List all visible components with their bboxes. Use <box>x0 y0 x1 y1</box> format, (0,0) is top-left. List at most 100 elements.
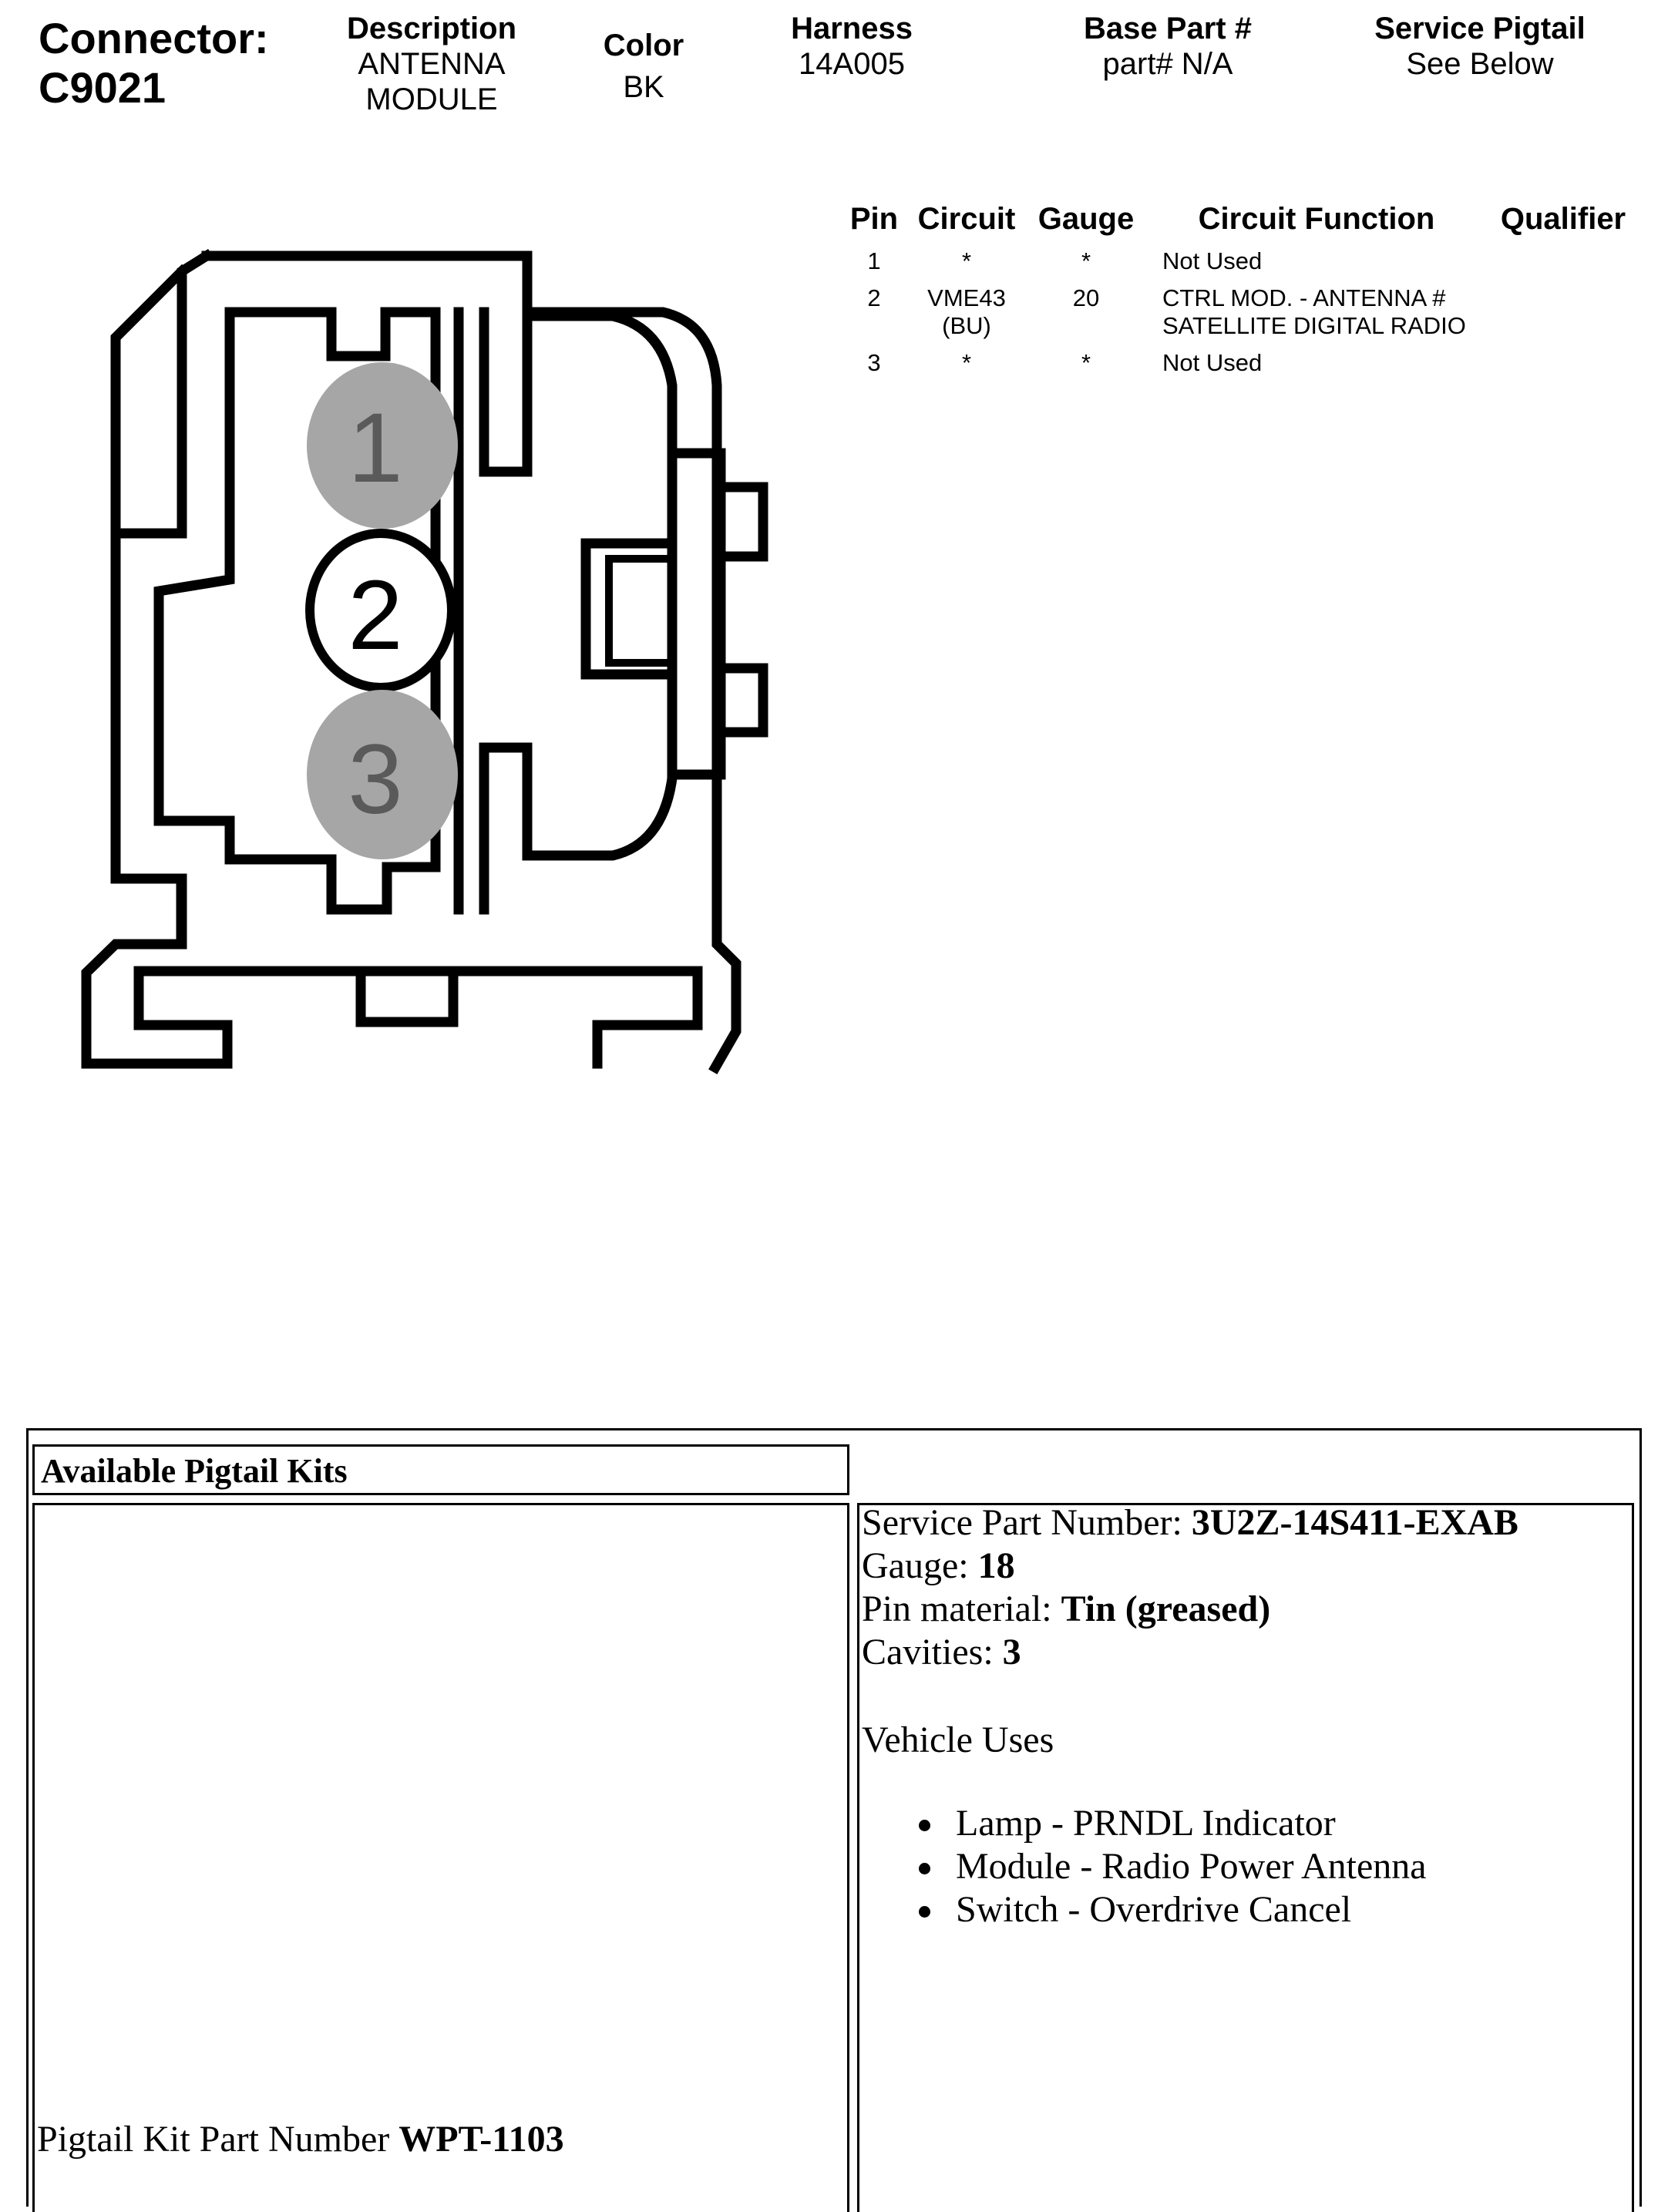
vehicle-use-text: Switch - Overdrive Cancel <box>956 1889 1352 1930</box>
connector-label: Connector: <box>39 14 269 62</box>
pigtail-kit-value: WPT-1103 <box>399 2119 564 2160</box>
cavities-value: 3 <box>1002 1632 1021 1672</box>
list-item: Switch - Overdrive Cancel <box>916 1888 1427 1931</box>
harness-value: 14A005 <box>799 47 905 81</box>
pigtail-kit-part-number: Pigtail Kit Part Number WPT-1103 <box>37 2118 564 2160</box>
circuit-function-text-line-2: SATELLITE DIGITAL RADIO <box>1162 312 1466 339</box>
pin-circle <box>307 362 458 529</box>
connector-lock-window-inner <box>605 555 676 667</box>
pigtail-kit-label: Pigtail Kit Part Number <box>37 2119 399 2160</box>
circuit-wire-color: (BU) <box>942 312 991 339</box>
pin-number: 1 <box>867 247 881 274</box>
pin-label: 1 <box>348 393 402 503</box>
pigtail-gauge: Gauge: 18 <box>862 1545 1518 1588</box>
pigtail-details-panel <box>857 1503 1634 2212</box>
pin-cavity-1: 1 <box>307 362 458 529</box>
qualifier <box>1486 284 1640 349</box>
pin-header: Pin <box>849 202 899 236</box>
pigtail-specs: Service Part Number: 3U2Z-14S411-EXAB Ga… <box>862 1501 1518 1674</box>
base-part-value: part# N/A <box>1102 47 1233 81</box>
bullet-icon <box>919 1863 930 1874</box>
pin-label: 3 <box>348 724 402 835</box>
connector-right-tab-upper <box>715 482 768 562</box>
connector-inner-right-wall <box>479 307 533 477</box>
color-label: Color <box>603 29 684 62</box>
pin-circle <box>307 690 458 859</box>
pin-label: 2 <box>348 560 402 671</box>
connector-inner-right-wall-upper <box>522 311 678 459</box>
pigtail-gauge-value: 18 <box>977 1545 1015 1586</box>
service-part-label: Service Part Number: <box>862 1502 1192 1543</box>
list-item: Module - Radio Power Antenna <box>916 1845 1427 1888</box>
pigtail-gauge-label: Gauge: <box>862 1545 978 1586</box>
circuit-code: * <box>961 349 972 376</box>
pin-material-label: Pin material: <box>862 1588 1061 1629</box>
circuit-header: Circuit <box>917 202 1016 236</box>
description-line-1: ANTENNA <box>358 47 506 81</box>
pin-cavity-3: 3 <box>307 690 458 859</box>
pigtail-kits-title: Available Pigtail Kits <box>32 1444 849 1495</box>
circuit-function-text: Not Used <box>1162 247 1263 274</box>
harness-column: Harness 14A005 <box>755 11 948 82</box>
circuit-code: * <box>961 247 972 274</box>
circuit-function-text: Not Used <box>1162 349 1263 376</box>
connector-inner-cavity <box>153 307 441 915</box>
wire-gauge: 20 <box>1072 284 1100 311</box>
pigtail-kits-frame <box>26 1428 1642 2207</box>
connector-lock-window <box>580 538 678 680</box>
table-row: 3 * * Not Used <box>840 349 1640 386</box>
connector-outer-housing-left <box>110 249 214 539</box>
bullet-icon <box>919 1820 930 1831</box>
circuit-function: Not Used <box>1147 349 1486 386</box>
circuit-id: * <box>908 349 1025 386</box>
connector-right-rail <box>667 448 726 780</box>
vehicle-use-text: Module - Radio Power Antenna <box>956 1846 1427 1887</box>
service-pigtail-column: Service Pigtail See Below <box>1341 11 1619 82</box>
description-label: Description <box>346 12 517 45</box>
pin-cavity-2: 2 <box>305 529 456 692</box>
table-row: 1 * * Not Used <box>840 247 1640 284</box>
base-part-label: Base Part # <box>1084 12 1252 45</box>
description-column: Description ANTENNA MODULE <box>324 11 540 117</box>
cavities-label: Cavities: <box>862 1632 1003 1672</box>
service-pigtail-label: Service Pigtail <box>1374 12 1586 45</box>
pin-number: 3 <box>867 349 881 376</box>
circuit-id: * <box>908 247 1025 284</box>
service-part-number: Service Part Number: 3U2Z-14S411-EXAB <box>862 1501 1518 1545</box>
wire-gauge: * <box>1081 247 1091 274</box>
circuit-function-text: CTRL MOD. - ANTENNA # <box>1162 284 1446 311</box>
pin-circle <box>305 529 456 692</box>
qualifier <box>1486 247 1640 284</box>
circuit-function: CTRL MOD. - ANTENNA # SATELLITE DIGITAL … <box>1147 284 1486 349</box>
wire-gauge: * <box>1081 349 1091 376</box>
base-part-column: Base Part # part# N/A <box>1044 11 1291 82</box>
connector-right-tab-lower <box>715 663 768 738</box>
description-line-2: MODULE <box>365 82 498 116</box>
circuit-function: Not Used <box>1147 247 1486 284</box>
vehicle-uses-list: Lamp - PRNDL Indicator Module - Radio Po… <box>916 1802 1427 1931</box>
list-item: Lamp - PRNDL Indicator <box>916 1802 1427 1845</box>
pigtail-image-panel <box>32 1503 849 2212</box>
gauge-header: Gauge <box>1037 202 1135 236</box>
pin-number: 2 <box>867 284 881 311</box>
connector-id: C9021 <box>39 63 166 112</box>
table-row: 2 VME43 (BU) 20 CTRL MOD. - ANTENNA # SA… <box>840 284 1640 349</box>
circuit-function-header: Circuit Function <box>1198 202 1435 236</box>
circuit-id: VME43 (BU) <box>908 284 1025 349</box>
cavities: Cavities: 3 <box>862 1631 1518 1674</box>
vehicle-use-text: Lamp - PRNDL Indicator <box>956 1803 1336 1844</box>
connector-title: Connector: C9021 <box>39 14 269 113</box>
pin-material-value: Tin (greased) <box>1061 1588 1271 1629</box>
vehicle-uses-title: Vehicle Uses <box>862 1720 1054 1760</box>
connector-inner-right-wall-lower <box>479 448 678 915</box>
service-pigtail-value: See Below <box>1406 47 1554 81</box>
color-column: Color BK <box>574 28 713 105</box>
pin-table: Pin Circuit Gauge Circuit Function Quali… <box>840 202 1640 386</box>
qualifier <box>1486 349 1640 386</box>
connector-bottom-tab <box>355 967 459 1027</box>
color-value: BK <box>623 70 664 104</box>
circuit-code: VME43 <box>927 284 1006 311</box>
service-part-value: 3U2Z-14S411-EXAB <box>1191 1502 1518 1543</box>
qualifier-header: Qualifier <box>1500 202 1626 236</box>
harness-label: Harness <box>791 12 913 45</box>
